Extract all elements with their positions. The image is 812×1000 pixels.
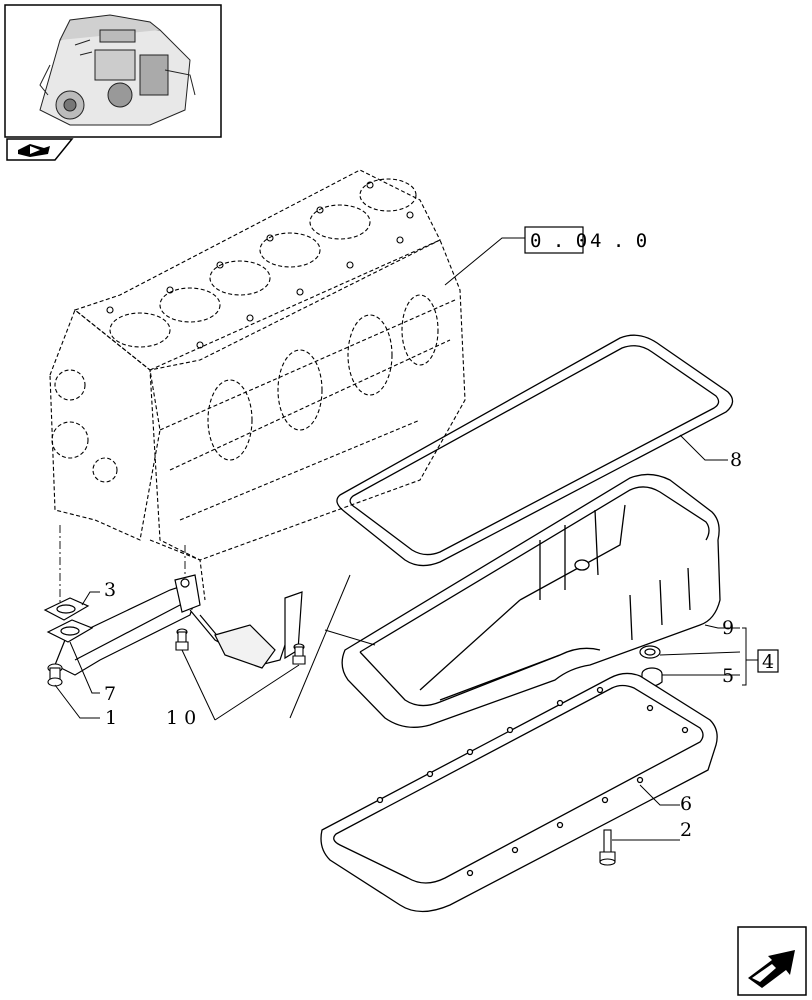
callout-10: 1 0 xyxy=(166,707,196,729)
next-page-button[interactable] xyxy=(737,926,807,996)
callout-4: 4 xyxy=(762,651,774,673)
callout-1: 1 xyxy=(105,707,117,729)
book-arrow-nav[interactable] xyxy=(6,138,74,161)
callout-3: 3 xyxy=(104,579,116,601)
page-reference[interactable]: 0 . 0 4 . 0 xyxy=(524,226,647,254)
next-page-arrow-icon xyxy=(748,950,795,988)
leader-lines xyxy=(54,237,758,841)
book-arrow-icon xyxy=(18,144,50,157)
engine-thumbnail-icon xyxy=(39,14,196,126)
engine-thumbnail[interactable] xyxy=(4,4,222,138)
pipe-gasket xyxy=(46,619,94,643)
bolt-part-10-a xyxy=(175,628,189,651)
oil-pan-upper xyxy=(341,473,721,728)
pipe-flange xyxy=(43,597,90,621)
bolt-part-2 xyxy=(599,829,616,866)
callout-4-box[interactable]: 4 xyxy=(757,649,779,673)
callout-8: 8 xyxy=(730,449,742,471)
oil-pan-lower xyxy=(320,672,718,913)
drain-washer xyxy=(639,645,661,659)
callout-2: 2 xyxy=(680,819,692,841)
callout-9: 9 xyxy=(722,617,734,639)
oil-pan-gasket xyxy=(336,334,734,567)
alignment-lines xyxy=(59,525,186,615)
engine-block xyxy=(49,169,466,601)
callout-6: 6 xyxy=(680,793,692,815)
callout-5: 5 xyxy=(722,665,734,687)
bolt-part-10-b xyxy=(292,643,306,665)
bolt-part-1 xyxy=(47,663,63,687)
oil-suction-pipe xyxy=(54,574,303,676)
page-reference-boxed: 0 . 0 xyxy=(530,230,587,252)
page-reference-rest: 4 . 0 xyxy=(590,230,647,252)
callout-7: 7 xyxy=(104,683,116,705)
